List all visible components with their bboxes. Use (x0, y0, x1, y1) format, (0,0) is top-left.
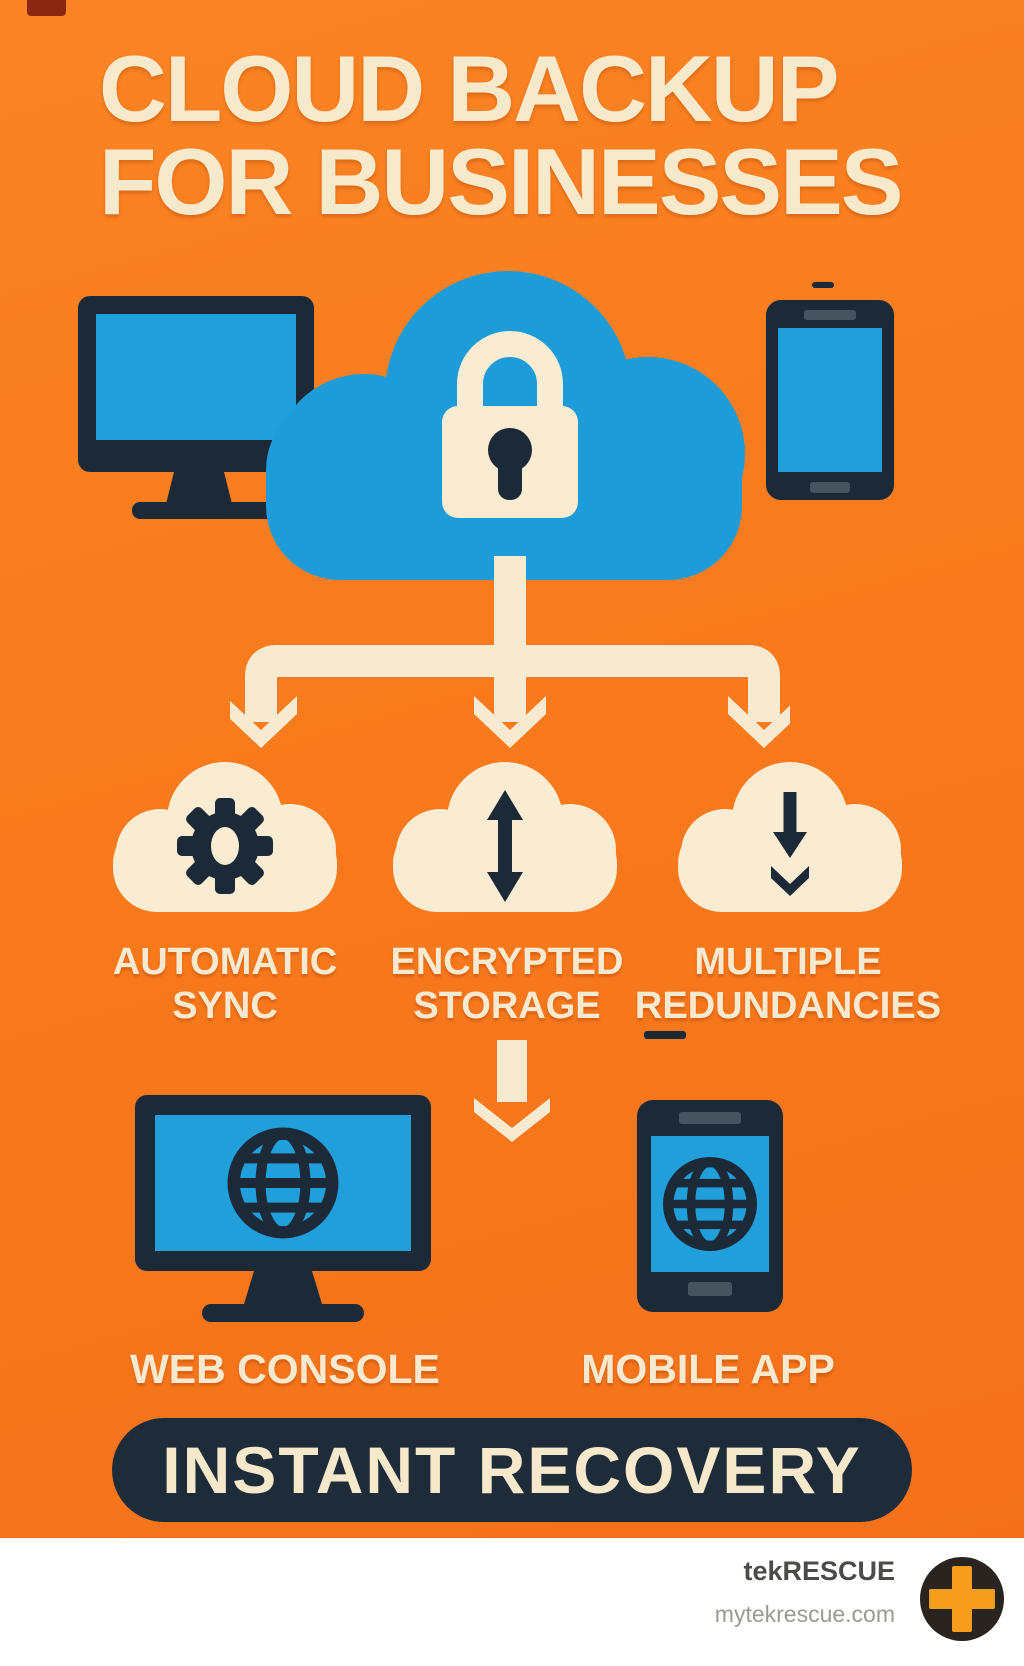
footer: tekRESCUE mytekrescue.com (0, 1538, 1024, 1666)
corner-artifact (27, 0, 66, 16)
feature-label-line: MULTIPLE (694, 941, 882, 983)
feature-label-encrypted-storage: ENCRYPTED STORAGE (327, 940, 687, 1028)
feature-label-multiple-redundancies: MULTIPLE REDUNDANCIES (608, 940, 968, 1028)
feature-label-line: AUTOMATIC (112, 941, 338, 983)
feature-label-line: STORAGE (413, 985, 601, 1028)
desktop-monitor-icon (78, 296, 314, 519)
feature-label-line: SYNC (172, 985, 278, 1028)
padlock-icon (442, 331, 578, 518)
footer-text: tekRESCUE mytekrescue.com (715, 1556, 895, 1628)
artifact-dash (812, 282, 834, 288)
secure-cloud-icon (266, 271, 745, 580)
down-arrow (474, 1040, 550, 1142)
feature-label-line: REDUNDANCIES (634, 985, 942, 1028)
feature-cloud-redundancy (678, 762, 902, 912)
feature-label-automatic-sync: AUTOMATIC SYNC (45, 940, 405, 1028)
instant-recovery-banner: INSTANT RECOVERY (112, 1418, 912, 1522)
tablet-icon (766, 300, 894, 500)
download-icon (771, 792, 809, 896)
feature-label-line: ENCRYPTED (390, 941, 624, 983)
output-label-web-console: WEB CONSOLE (130, 1346, 440, 1392)
page-title: CLOUD BACKUP FOR BUSINESSES (99, 36, 903, 235)
brand-name: tekRESCUE (743, 1556, 895, 1586)
up-down-arrow-icon (487, 790, 523, 902)
feature-cloud-sync (113, 762, 337, 912)
feature-cloud-encrypted (393, 762, 617, 912)
mobile-phone-globe-icon (637, 1100, 783, 1312)
output-label-mobile-app: MOBILE APP (581, 1346, 835, 1392)
plus-cross-icon (920, 1557, 1004, 1641)
branch-arrows (230, 556, 790, 748)
gear-icon (177, 798, 273, 894)
artifact-dash (644, 1031, 686, 1039)
web-console-monitor-globe-icon (135, 1095, 431, 1322)
title-line-2: FOR BUSINESSES (99, 129, 903, 235)
banner-label: INSTANT RECOVERY (162, 1433, 862, 1507)
website-url: mytekrescue.com (714, 1601, 895, 1627)
title-line-1: CLOUD BACKUP (99, 36, 839, 141)
